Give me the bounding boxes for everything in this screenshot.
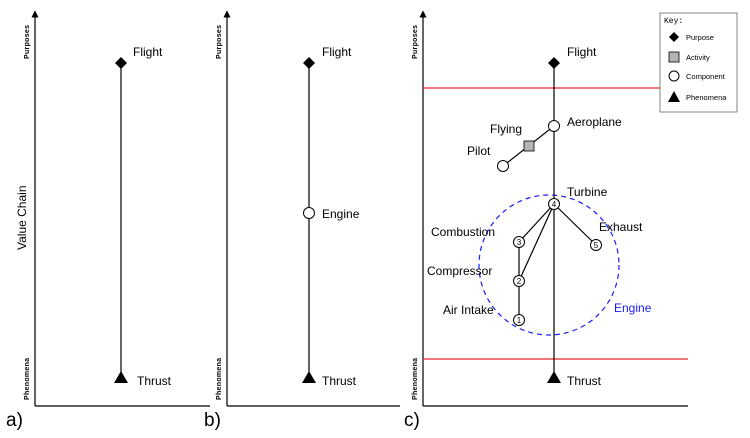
exhaust-circle-icon xyxy=(590,239,602,251)
panel-b-engine-circle-icon xyxy=(303,207,315,219)
panel-a-purposes-label: Purposes xyxy=(24,25,31,59)
key-purpose-label: Purpose xyxy=(686,33,714,42)
key-phenomena-label: Phenomena xyxy=(686,93,727,102)
engine-label: Engine xyxy=(614,301,652,315)
panel-c-purposes-label: Purposes xyxy=(412,25,419,59)
panel-b-purposes-label: Purposes xyxy=(216,25,223,59)
aeroplane-label: Aeroplane xyxy=(567,115,622,129)
panel-a-flight-label: Flight xyxy=(133,45,163,59)
combustion-circle-icon xyxy=(513,236,525,248)
value-chain-label: Value Chain xyxy=(15,186,29,251)
panel-c-flight-diamond-icon xyxy=(548,57,560,69)
panel-a-thrust-label: Thrust xyxy=(137,374,172,388)
panel-b: Purposes Phenomena b) Flight Engine Thru… xyxy=(204,10,400,431)
turbine-number: 4 xyxy=(552,200,557,209)
combustion-number: 3 xyxy=(517,238,522,247)
key-triangle-icon xyxy=(668,91,680,102)
panel-c-thrust-triangle-icon xyxy=(547,371,561,383)
engine-boundary-circle xyxy=(478,194,620,336)
combustion-label: Combustion xyxy=(431,225,495,239)
panel-c-label: c) xyxy=(404,410,420,431)
air-intake-label: Air Intake xyxy=(443,303,494,317)
turbine-exhaust-link xyxy=(553,203,597,246)
aeroplane-circle-icon xyxy=(548,120,560,132)
key-title: Key: xyxy=(664,17,683,26)
panel-c-flight-label: Flight xyxy=(567,45,597,59)
turbine-label: Turbine xyxy=(567,185,608,199)
compressor-label: Compressor xyxy=(427,264,492,278)
turbine-circle-icon xyxy=(548,198,560,210)
pilot-label: Pilot xyxy=(467,144,491,158)
flying-label: Flying xyxy=(490,122,522,136)
pilot-circle-icon xyxy=(497,160,509,172)
air-intake-circle-icon xyxy=(513,314,525,326)
panel-b-flight-diamond-icon xyxy=(303,57,315,69)
flying-square-icon xyxy=(523,140,535,152)
turbine-compressor-link xyxy=(518,203,555,282)
panel-c-phenomena-label: Phenomena xyxy=(412,358,419,400)
key-circle-icon xyxy=(668,70,680,82)
panel-a: Purposes Phenomena Value Chain a) Flight… xyxy=(6,10,210,431)
panel-a-flight-diamond-icon xyxy=(115,57,127,69)
key-diamond-icon xyxy=(669,32,679,42)
exhaust-label: Exhaust xyxy=(599,220,643,234)
key-activity-label: Activity xyxy=(686,53,710,62)
key-square-icon xyxy=(668,51,680,63)
panel-b-label: b) xyxy=(204,410,221,431)
panel-b-phenomena-label: Phenomena xyxy=(216,358,223,400)
panel-b-flight-label: Flight xyxy=(322,45,352,59)
panel-a-phenomena-label: Phenomena xyxy=(24,358,31,400)
air-intake-number: 1 xyxy=(517,316,522,325)
compressor-circle-icon xyxy=(513,275,525,287)
exhaust-number: 5 xyxy=(594,241,599,250)
panel-a-label: a) xyxy=(6,410,23,431)
key-component-label: Component xyxy=(686,72,726,81)
panel-c: Purposes Phenomena c) Engine Flight Aero… xyxy=(404,10,688,431)
turbine-combustion-link xyxy=(518,203,555,243)
compressor-number: 2 xyxy=(517,277,522,286)
panel-c-thrust-label: Thrust xyxy=(567,374,602,388)
panel-b-engine-label: Engine xyxy=(322,207,360,221)
panel-b-thrust-label: Thrust xyxy=(322,374,357,388)
panel-b-thrust-triangle-icon xyxy=(302,371,316,383)
key-legend: Key: Purpose Activity Component Phenomen… xyxy=(659,12,738,113)
panel-a-thrust-triangle-icon xyxy=(114,371,128,383)
